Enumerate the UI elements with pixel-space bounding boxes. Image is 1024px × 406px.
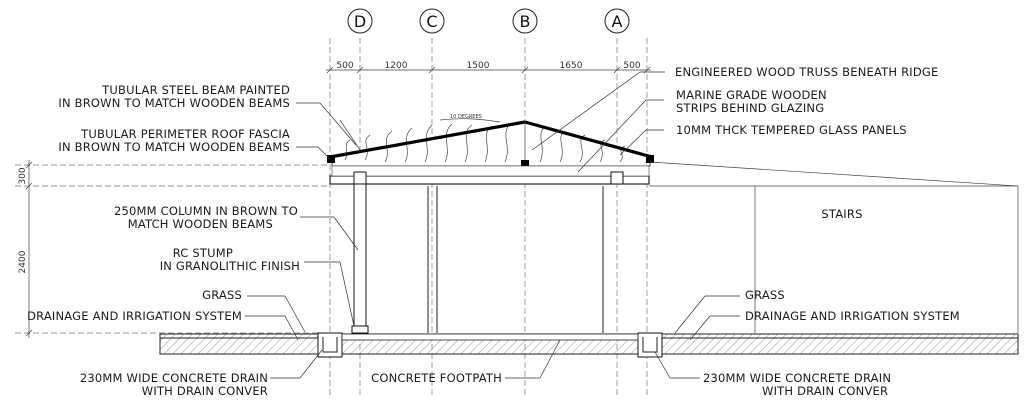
grid-bubbles: D C B A xyxy=(347,8,630,34)
dim-2400: 2400 xyxy=(18,250,28,273)
roof-slope-left xyxy=(329,120,526,159)
roof-slope-right xyxy=(524,120,653,159)
steel-beam xyxy=(329,175,650,185)
label-roof-fascia-line2: IN BROWN TO MATCH WOODEN BEAMS xyxy=(58,140,290,154)
label-engineered-truss: ENGINEERED WOOD TRUSS BENEATH RIDGE xyxy=(675,65,939,79)
label-drain-left-line2: WITH DRAIN CONVER xyxy=(142,384,268,398)
rc-stump-left xyxy=(351,325,369,334)
top-dimension-string: 500 1200 1500 1650 500 xyxy=(326,61,651,74)
roof-angle-label: 10 DEGREES xyxy=(450,114,482,120)
grid-label-a: A xyxy=(612,12,623,31)
label-roof-fascia-line1: TUBULAR PERIMETER ROOF FASCIA xyxy=(80,127,290,141)
label-rc-stump-line2: IN GRANOLITHIC FINISH xyxy=(160,259,300,273)
columns xyxy=(351,183,604,334)
fascia-right xyxy=(646,155,654,163)
label-rc-stump-line1: RC STUMP xyxy=(173,246,233,260)
fascia-left xyxy=(327,155,335,163)
drain-right-channel xyxy=(642,337,658,353)
label-drainage-left: DRAINAGE AND IRRIGATION SYSTEM xyxy=(27,309,242,323)
concrete-footpath xyxy=(341,333,639,341)
roof: 10 DEGREES xyxy=(327,114,654,167)
label-drain-left-line1: 230MM WIDE CONCRETE DRAIN xyxy=(80,371,268,385)
label-concrete-footpath: CONCRETE FOOTPATH xyxy=(371,371,502,385)
column-cap-right xyxy=(610,171,624,185)
dim-500-left: 500 xyxy=(336,61,353,71)
label-marine-strips-line2: STRIPS BEHIND GLAZING xyxy=(676,101,824,115)
label-grass-right: GRASS xyxy=(745,288,785,302)
ridge-beam xyxy=(521,160,529,166)
label-drain-right-line1: 230MM WIDE CONCRETE DRAIN xyxy=(703,371,891,385)
dim-300: 300 xyxy=(18,167,28,184)
drain-right xyxy=(637,332,663,358)
ground-slab xyxy=(159,332,1019,358)
side-dimension-string: 300 2400 xyxy=(18,160,33,338)
label-steel-beam-line2: IN BROWN TO MATCH WOODEN BEAMS xyxy=(58,96,290,110)
label-drain-right-line2: WITH DRAIN CONVER xyxy=(762,384,888,398)
label-column-line1: 250MM COLUMN IN BROWN TO xyxy=(114,204,298,218)
dim-1500: 1500 xyxy=(467,61,490,71)
stairs-label: STAIRS xyxy=(821,207,862,221)
label-glass-panels: 10MM THCK TEMPERED GLASS PANELS xyxy=(676,123,907,137)
grid-label-c: C xyxy=(426,12,437,31)
wood-strips xyxy=(344,123,626,163)
drain-left xyxy=(317,332,343,358)
label-grass-left: GRASS xyxy=(202,288,242,302)
grid-bubble-b: B xyxy=(512,8,538,34)
label-drainage-right: DRAINAGE AND IRRIGATION SYSTEM xyxy=(745,309,960,323)
label-steel-beam-line1: TUBULAR STEEL BEAM PAINTED xyxy=(101,83,290,97)
dim-1200: 1200 xyxy=(385,61,408,71)
label-column-line2: MATCH WOODEN BEAMS xyxy=(128,217,273,231)
dim-1650: 1650 xyxy=(560,61,583,71)
grid-label-d: D xyxy=(354,12,366,31)
grid-label-b: B xyxy=(520,12,531,31)
drain-left-channel xyxy=(322,337,338,353)
grid-bubble-c: C xyxy=(419,8,445,34)
beam-assembly xyxy=(329,165,650,185)
label-marine-strips-line1: MARINE GRADE WOODEN xyxy=(676,88,827,102)
grid-bubble-a: A xyxy=(604,8,630,34)
glazing-band xyxy=(331,165,650,177)
dim-500-right: 500 xyxy=(623,61,640,71)
column-cap-left xyxy=(353,171,367,185)
grid-bubble-d: D xyxy=(347,8,373,34)
column-left xyxy=(353,183,367,327)
leader-lines xyxy=(245,71,740,379)
stairs-block: STAIRS xyxy=(649,161,1019,333)
